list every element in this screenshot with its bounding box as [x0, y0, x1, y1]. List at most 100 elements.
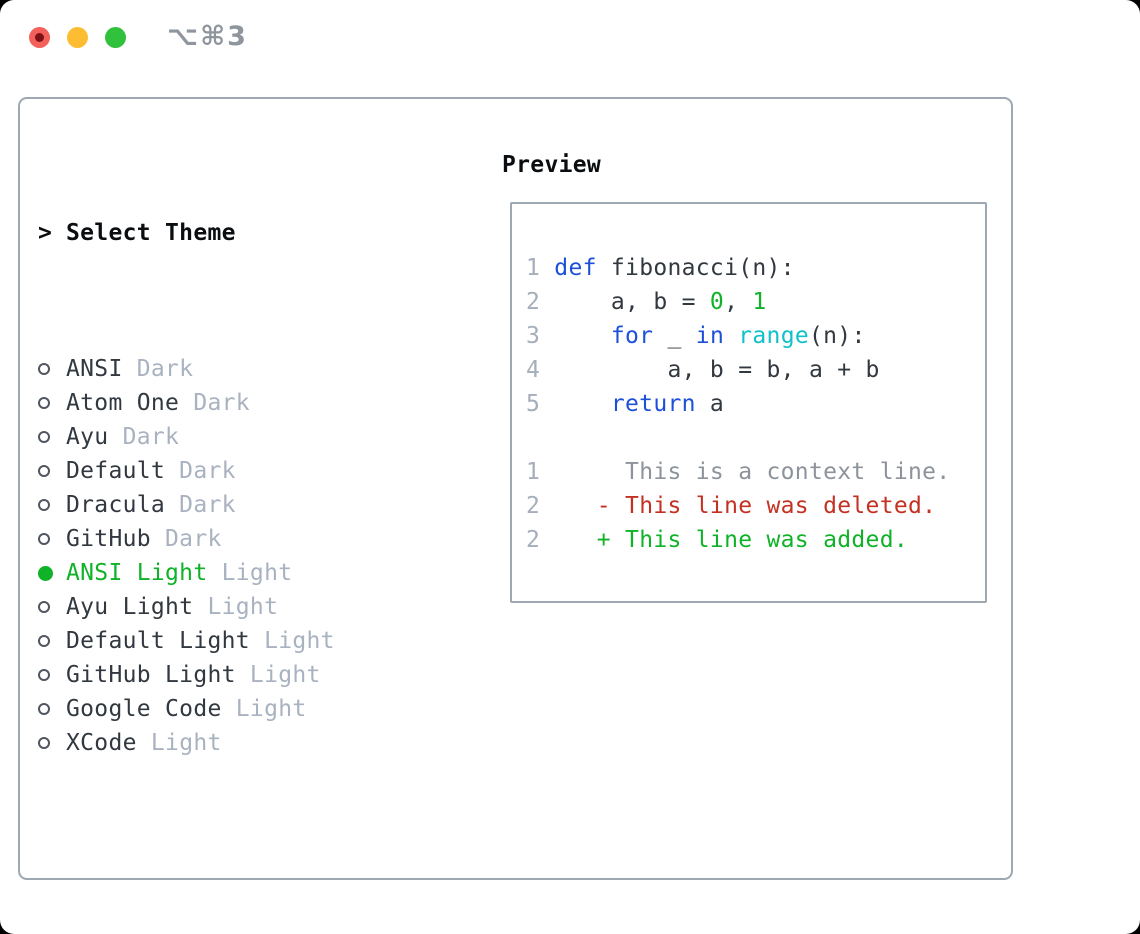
theme-option[interactable]: GitHub Light Light: [38, 658, 434, 692]
line-number: 3: [526, 323, 555, 349]
theme-name: Google Code: [66, 696, 222, 722]
theme-name: GitHub Light: [66, 662, 236, 688]
theme-name: Atom One: [66, 390, 180, 416]
radio-icon: [38, 601, 50, 613]
code-token: for: [610, 323, 654, 349]
theme-variant: Light: [207, 560, 293, 586]
theme-option[interactable]: XCode Light: [38, 726, 434, 760]
theme-name: Default: [66, 458, 166, 484]
titlebar: ⌥⌘3: [29, 21, 248, 52]
theme-variant: Light: [235, 662, 321, 688]
diff-line: 2 + This line was added.: [526, 523, 985, 557]
theme-option[interactable]: Atom One Dark: [38, 386, 434, 420]
theme-variant: Light: [136, 730, 222, 756]
spacer: [38, 862, 434, 896]
theme-option[interactable]: ANSI Dark: [38, 352, 434, 386]
line-number: 2: [526, 493, 597, 519]
code-token: a, b = b, a + b: [554, 357, 880, 383]
theme-name: ANSI: [66, 356, 123, 382]
radio-icon: [38, 533, 50, 545]
diff-text: + This line was added.: [596, 527, 908, 553]
line-number: 1: [526, 255, 555, 281]
diff-text: - This line was deleted.: [596, 493, 937, 519]
code-line: 4 a, b = b, a + b: [526, 353, 985, 387]
theme-option[interactable]: Default Dark: [38, 454, 434, 488]
close-button[interactable]: [29, 26, 50, 48]
diff-block: 1 This is a context line.2 - This line w…: [526, 455, 985, 557]
theme-option[interactable]: ANSI Light Light: [38, 556, 434, 590]
theme-name: XCode: [66, 730, 137, 756]
radio-icon: [38, 465, 50, 477]
theme-list-title: Select Theme: [66, 220, 236, 246]
radio-icon: [38, 737, 50, 749]
theme-variant: Dark: [179, 390, 250, 416]
code-token: (n):: [809, 323, 866, 349]
theme-variant: Dark: [165, 458, 236, 484]
theme-variant: Light: [221, 696, 307, 722]
radio-icon: [38, 397, 50, 409]
code-line: 1 def fibonacci(n):: [526, 251, 985, 285]
theme-variant: Dark: [165, 492, 236, 518]
radio-icon: [38, 363, 50, 375]
theme-name: Ayu: [66, 424, 109, 450]
code-token: [554, 391, 611, 417]
code-token: return: [610, 391, 696, 417]
theme-variant: Light: [249, 628, 335, 654]
theme-variant: Dark: [108, 424, 180, 450]
code-token: a: [695, 391, 725, 417]
diff-line: 1 This is a context line.: [526, 455, 985, 489]
code-token: def: [554, 255, 597, 281]
radio-icon: [38, 431, 50, 443]
theme-list-header: > Select Theme: [38, 216, 434, 250]
code-token: fibonacci(n):: [596, 255, 795, 281]
minimize-button[interactable]: [67, 26, 88, 48]
theme-variant: Light: [193, 594, 279, 620]
code-token: 0: [709, 289, 725, 315]
prompt-icon: >: [38, 220, 53, 246]
line-number: 2: [526, 527, 597, 553]
theme-option[interactable]: Ayu Dark: [38, 420, 434, 454]
preview-title: Preview: [502, 152, 602, 178]
diff-text: This is a context line.: [596, 459, 951, 485]
zoom-button[interactable]: [105, 26, 126, 48]
code-line: 2 a, b = 0, 1: [526, 285, 985, 319]
code-token: _: [653, 323, 696, 349]
line-number: 1: [526, 459, 597, 485]
line-number: 4: [526, 357, 555, 383]
line-number: 2: [526, 289, 555, 315]
theme-option[interactable]: Ayu Light Light: [38, 590, 434, 624]
theme-name: Ayu Light: [66, 594, 194, 620]
code-token: range: [738, 323, 809, 349]
code-token: 1: [752, 289, 767, 315]
radio-icon: [38, 669, 50, 681]
code-token: [724, 323, 738, 349]
theme-option[interactable]: Dracula Dark: [38, 488, 434, 522]
code-token: in: [695, 323, 725, 349]
code-line: 5 return a: [526, 387, 985, 421]
theme-option[interactable]: GitHub Dark: [38, 522, 434, 556]
theme-name: ANSI Light: [66, 560, 208, 586]
theme-name: Dracula: [66, 492, 166, 518]
diff-line: 2 - This line was deleted.: [526, 489, 985, 523]
window-title: ⌥⌘3: [167, 21, 248, 52]
line-number: 5: [526, 391, 555, 417]
code-token: ,: [724, 289, 753, 315]
code-token: a, b =: [554, 289, 710, 315]
code-line: 3 for _ in range(n):: [526, 319, 985, 353]
theme-variant: Dark: [150, 526, 222, 552]
radio-selected-icon: [38, 565, 53, 581]
radio-icon: [38, 499, 50, 511]
radio-icon: [38, 703, 50, 715]
theme-variant: Dark: [122, 356, 194, 382]
code-token: [554, 323, 611, 349]
radio-icon: [38, 635, 50, 647]
theme-name: Default Light: [66, 628, 250, 654]
theme-option[interactable]: Default Light Light: [38, 624, 434, 658]
theme-option[interactable]: Google Code Light: [38, 692, 434, 726]
